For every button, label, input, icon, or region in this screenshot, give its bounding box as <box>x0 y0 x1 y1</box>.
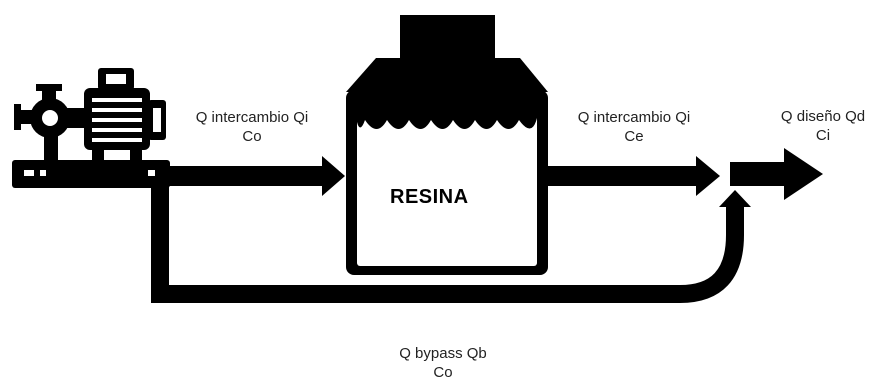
bypass-flow-text: Q bypass Qb <box>399 345 487 362</box>
outlet-label: Q intercambio Qi Ce <box>560 108 708 146</box>
design-label: Q diseño Qd Ci <box>767 107 879 145</box>
tank-label: RESINA <box>390 186 469 208</box>
design-conc-text: Ci <box>815 127 831 144</box>
inlet-arrow-icon <box>160 156 345 196</box>
outlet-conc-text: Ce <box>624 128 644 145</box>
bypass-conc-text: Co <box>433 364 453 381</box>
design-flow-text: Q diseño Qd <box>780 108 866 125</box>
pump-base <box>12 160 170 188</box>
outlet-flow-text: Q intercambio Qi <box>577 109 691 126</box>
inlet-conc-text: Co <box>242 128 262 145</box>
bypass-label: Q bypass Qb Co <box>383 344 503 382</box>
pump-motor-icon <box>12 68 170 188</box>
resin-tank-icon <box>346 15 548 275</box>
inlet-flow-text: Q intercambio Qi <box>195 109 309 126</box>
outlet-arrow-icon <box>548 156 720 196</box>
inlet-label: Q intercambio Qi Co <box>178 108 326 146</box>
bypass-line <box>151 186 751 303</box>
bypass-arrow-icon <box>719 190 751 207</box>
design-arrow-icon <box>730 148 823 200</box>
